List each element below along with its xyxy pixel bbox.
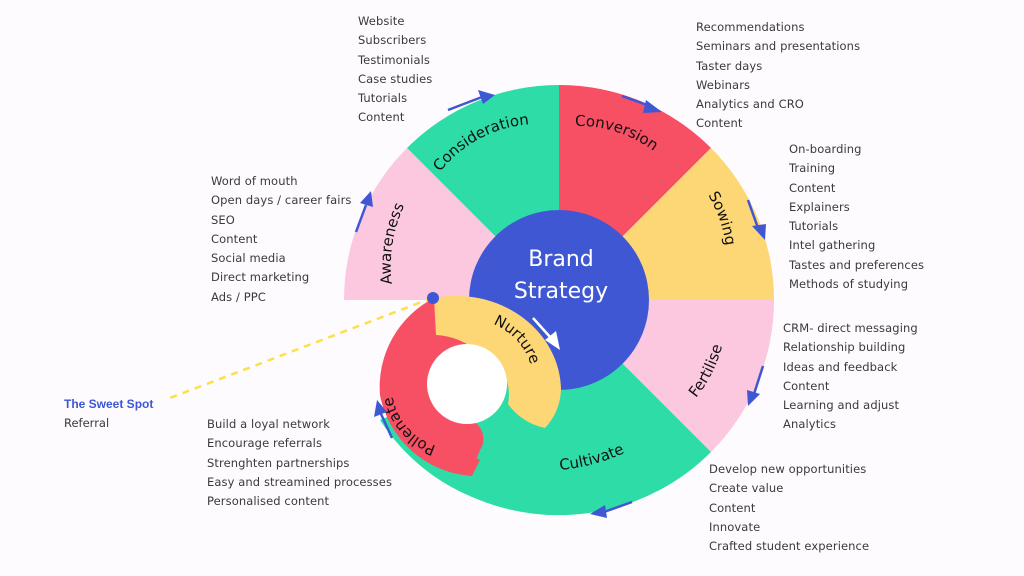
- list-item: Content: [696, 116, 743, 131]
- flow-arrows: [354, 90, 766, 518]
- list-item: Methods of studying: [789, 277, 909, 292]
- list-item: Strenghten partnerships: [207, 455, 350, 470]
- list-item: Easy and streamined processes: [207, 474, 393, 489]
- list-item: Tastes and preferences: [789, 257, 925, 272]
- center-title-line-1: Brand: [528, 247, 594, 272]
- list-item: Ads / PPC: [211, 289, 266, 304]
- arrow-icon: [746, 199, 766, 240]
- list-item: Ideas and feedback: [783, 359, 898, 374]
- sweet-spot-dot: [427, 292, 439, 304]
- list-item: Open days / career fairs: [211, 193, 352, 208]
- list-item: On-boarding: [789, 142, 862, 156]
- list-item: Personalised content: [207, 494, 330, 509]
- list-item: Analytics: [783, 417, 837, 432]
- list-item: Webinars: [696, 77, 751, 92]
- list-item: Direct marketing: [211, 270, 310, 285]
- list-item: Analytics and CRO: [696, 97, 804, 112]
- list-item: Build a loyal network: [207, 417, 330, 431]
- arrow-icon: [532, 317, 560, 350]
- list-item: Word of mouth: [211, 174, 298, 188]
- list-item: Training: [789, 161, 836, 176]
- list-item: Crafted student experience: [709, 539, 870, 554]
- arrow-icon: [374, 400, 394, 439]
- list-item: Content: [358, 110, 405, 125]
- list-item: Taster days: [696, 58, 763, 73]
- list-item: Develop new opportunities: [709, 462, 867, 476]
- list-item: Content: [789, 180, 836, 195]
- list-item: Tutorials: [358, 91, 408, 106]
- arrow-icon: [447, 90, 495, 112]
- list-item: Tutorials: [789, 219, 839, 234]
- list-item: Seminars and presentations: [696, 39, 861, 54]
- list-item: Create value: [709, 481, 784, 496]
- list-item: CRM- direct messaging: [783, 321, 918, 335]
- list-item: SEO: [211, 212, 235, 227]
- list-item: Content: [709, 500, 756, 515]
- list-item: Website: [358, 14, 405, 28]
- center-title-line-2: Strategy: [514, 279, 608, 304]
- list-item: Recommendations: [696, 20, 805, 34]
- list-item: Content: [783, 378, 830, 393]
- list-item: Innovate: [709, 519, 761, 534]
- list-item: Content: [211, 231, 258, 246]
- list-item: Learning and adjust: [783, 398, 900, 413]
- list-item: Case studies: [358, 71, 433, 86]
- arrow-icon: [747, 365, 765, 406]
- list-item: Relationship building: [783, 340, 906, 355]
- list-item: Testimonials: [358, 52, 430, 67]
- list-item: Social media: [211, 251, 286, 266]
- list-item: Explainers: [789, 199, 850, 214]
- sweet-spot-title: The Sweet Spot: [64, 397, 154, 411]
- list-item: Intel gathering: [789, 238, 876, 253]
- sweet-spot-item: Referral: [64, 416, 110, 430]
- inner-hole: [427, 344, 507, 424]
- arrow-icon: [590, 500, 633, 518]
- list-item: Encourage referrals: [207, 436, 323, 451]
- arrow-icon: [354, 191, 373, 233]
- arrow-icon: [621, 94, 662, 113]
- list-item: Subscribers: [358, 33, 427, 48]
